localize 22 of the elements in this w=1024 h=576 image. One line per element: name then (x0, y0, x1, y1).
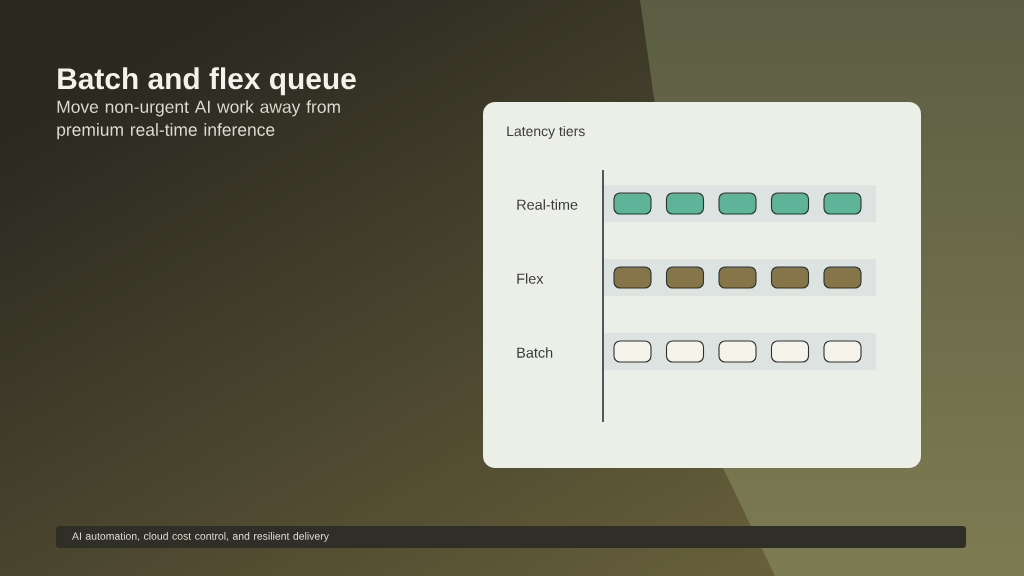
lane-label: Batch (517, 347, 553, 358)
footer-bar: AI automation, cloud cost control, and resilient delivery (56, 526, 966, 548)
job-block (718, 192, 757, 215)
lane-label: Real-time (517, 199, 578, 210)
job-block (665, 340, 705, 363)
job-block (823, 192, 862, 215)
job-block (770, 266, 810, 289)
job-block (613, 192, 652, 215)
job-block (718, 266, 757, 289)
job-block (718, 340, 757, 363)
job-block (823, 266, 862, 289)
slide-title: Batch and flex queue (58, 67, 356, 96)
job-block (613, 266, 652, 289)
subtitle: Move non-urgent AI work away from premium real-time inference (57, 100, 340, 140)
job-block (770, 192, 810, 215)
job-block (665, 192, 705, 215)
job-block (823, 340, 862, 363)
job-block (665, 266, 705, 289)
lane-label: Flex (517, 273, 544, 284)
panel-heading: Latency tiers (507, 125, 585, 139)
job-block (613, 340, 652, 363)
job-block (770, 340, 810, 363)
